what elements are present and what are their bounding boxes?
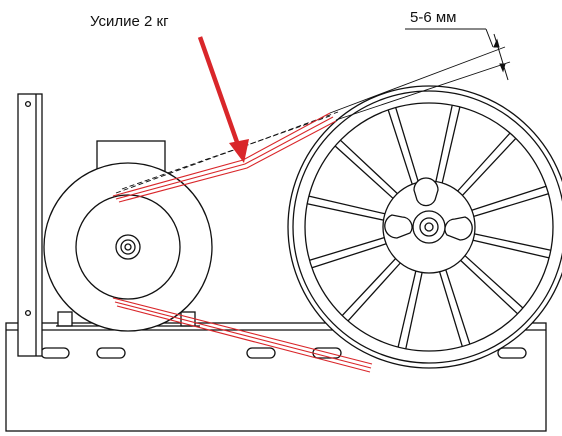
flywheel-spoke	[472, 233, 551, 259]
flywheel-spoke	[397, 270, 423, 349]
belt-lower-strand	[116, 305, 371, 373]
belt-upper-strand	[118, 120, 337, 203]
hub-lobe	[384, 214, 413, 239]
deflection-dimension	[405, 28, 509, 81]
flywheel-spoke	[387, 107, 420, 185]
belt-lower-strand	[114, 301, 372, 369]
force-arrow-head	[229, 139, 249, 163]
v-belt	[112, 112, 373, 373]
deflection-label: 5-6 мм	[410, 9, 456, 26]
flywheel-spoke	[471, 185, 549, 218]
flywheel-rim-mid	[292, 90, 562, 364]
mounting-slot	[246, 347, 276, 359]
flywheel-spoke	[435, 105, 461, 184]
mounting-slot	[497, 347, 527, 359]
extension-line	[335, 61, 511, 121]
hub-lobe	[413, 177, 439, 207]
belt-reference-dashed	[115, 111, 339, 194]
belt-upper-strand	[115, 116, 334, 200]
flywheel	[287, 85, 562, 369]
flywheel-rim-inner	[304, 102, 554, 352]
motor-shaft	[124, 243, 132, 251]
flywheel-shaft	[424, 222, 434, 232]
flywheel-spoke	[307, 195, 386, 221]
force-label: Усилие 2 кг	[90, 13, 169, 30]
flywheel-spoke	[457, 132, 517, 196]
belt-lower-strand	[112, 297, 373, 365]
flywheel-spoke	[460, 255, 524, 315]
bracket-post	[17, 93, 43, 357]
bracket-hole-top	[24, 100, 32, 108]
flywheel-spoke	[309, 236, 387, 269]
flywheel-spokes	[307, 105, 551, 349]
force-arrow-shaft	[197, 36, 241, 146]
extension-line	[329, 46, 506, 114]
flywheel-spoke	[334, 139, 398, 199]
belt-reference-dashed	[121, 115, 331, 190]
flywheel-spoke	[341, 258, 401, 322]
mounting-slot	[96, 347, 126, 359]
base-plate	[5, 322, 547, 432]
leader-line	[485, 28, 494, 48]
reference-lines	[115, 46, 511, 194]
dimension-arrow-head	[499, 63, 506, 73]
dimension-arrow-head	[493, 38, 500, 48]
mounting-slot	[40, 347, 70, 359]
electric-motor	[43, 140, 213, 332]
motor-foot	[57, 311, 73, 327]
force-arrow	[197, 36, 249, 163]
left-bracket	[17, 93, 43, 357]
flywheel-spoke	[438, 269, 471, 347]
bracket-hole-bottom	[24, 309, 32, 317]
